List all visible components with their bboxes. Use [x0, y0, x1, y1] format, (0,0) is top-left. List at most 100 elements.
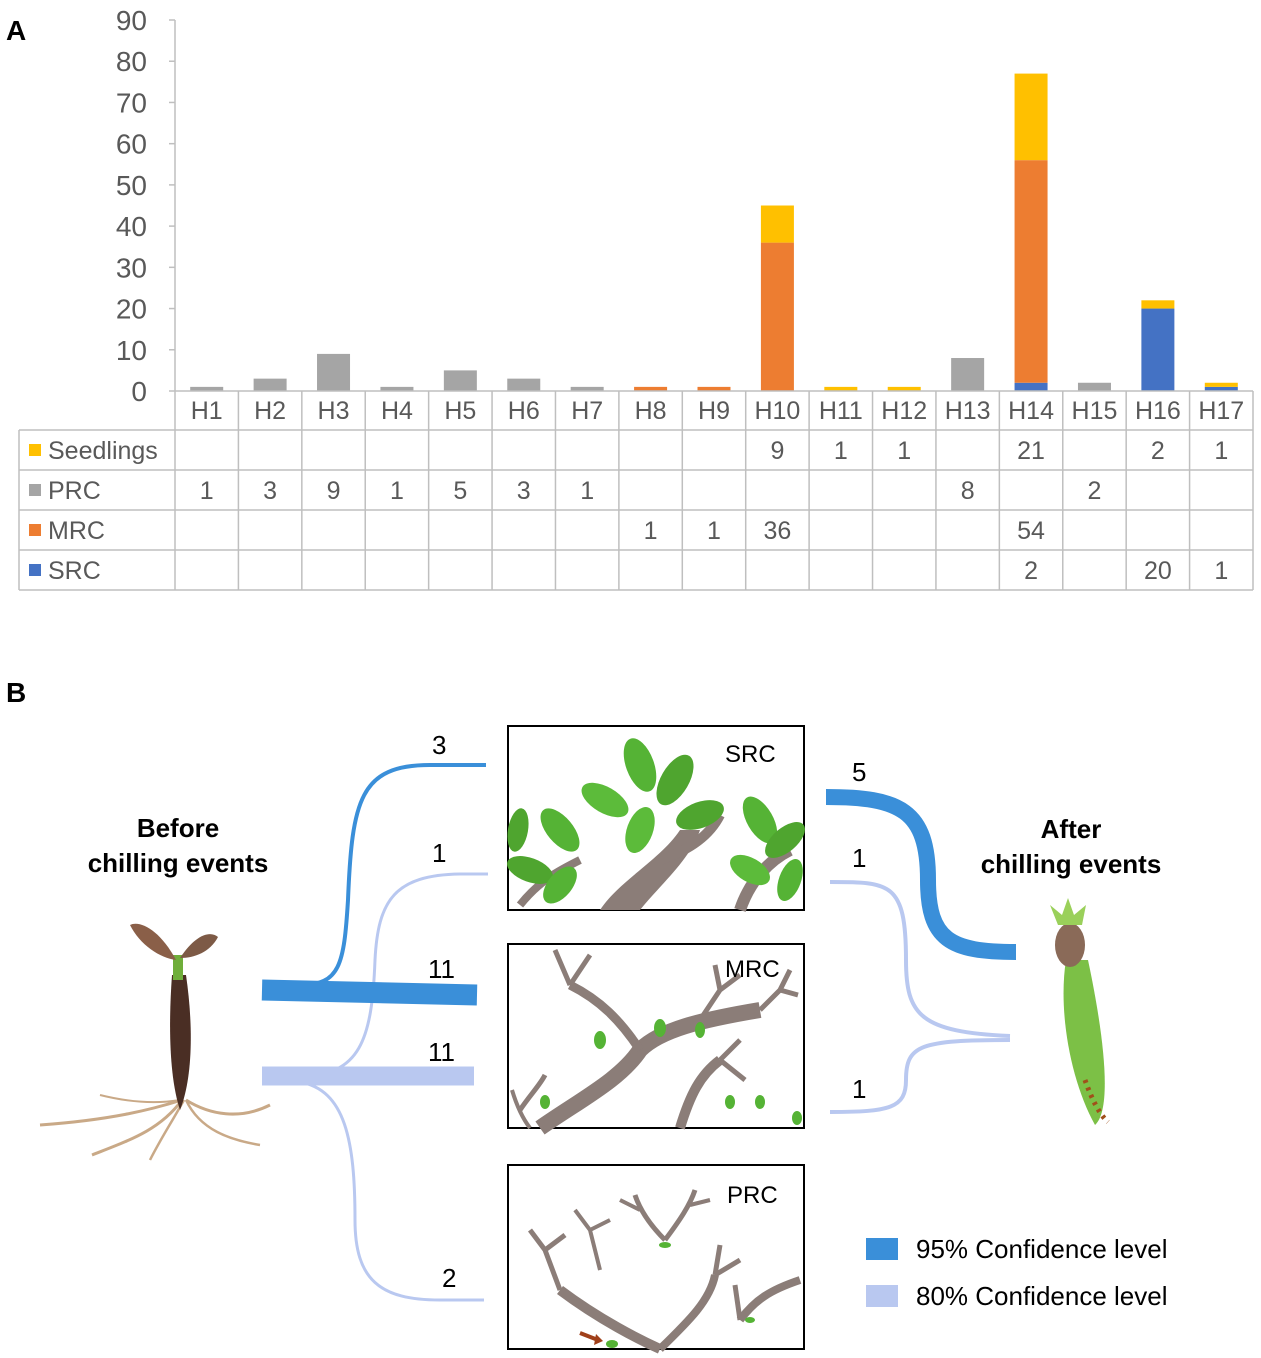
- legend-key-prc: [29, 484, 41, 496]
- box-mrc-label: MRC: [725, 956, 780, 983]
- y-tick-label: 90: [116, 5, 147, 36]
- flows-95-after: [825, 789, 1017, 960]
- flow-80-mrc-to-after: [829, 1038, 1011, 1114]
- legend-label-seedlings: Seedlings: [48, 437, 158, 465]
- x-category-label: H11: [819, 397, 863, 425]
- propagule-illustration: [1050, 898, 1110, 1125]
- box-prc: PRC: [507, 1164, 805, 1354]
- flow-95-before-to-src: [299, 763, 486, 987]
- x-category-label: H1: [191, 397, 223, 425]
- after-caption-line1: After: [1041, 814, 1102, 844]
- flow-80-src-to-after: [829, 880, 1011, 1038]
- box-prc-label: PRC: [727, 1182, 778, 1209]
- box-src-label: SRC: [725, 741, 776, 768]
- bar-segment-prc-h3: [317, 353, 351, 391]
- flow-label-src-after-95: 5: [852, 757, 866, 787]
- legend-label-80: 80% Confidence level: [916, 1281, 1168, 1311]
- legend-key-seedlings: [29, 444, 41, 456]
- table-cell-prc: 3: [263, 477, 277, 505]
- after-caption-line2: chilling events: [981, 849, 1162, 879]
- table-cell-mrc: 1: [644, 517, 658, 545]
- legend-label-src: SRC: [48, 557, 101, 585]
- table-cell-src: 1: [1214, 557, 1228, 585]
- table-cell-prc: 9: [327, 477, 341, 505]
- y-tick-label: 0: [131, 376, 147, 407]
- x-category-label: H17: [1198, 397, 1244, 425]
- bar-segment-prc-h1: [190, 386, 224, 391]
- y-tick-label: 50: [116, 170, 147, 201]
- y-tick-label: 70: [116, 87, 147, 118]
- flow-label-before-src-80: 1: [432, 838, 446, 868]
- bar-segment-prc-h5: [443, 370, 477, 391]
- bar-segment-mrc-h8: [634, 386, 668, 391]
- table-cell-seedlings: 21: [1017, 437, 1045, 465]
- mrc-leaves: [540, 1019, 802, 1125]
- table-cell-prc: 2: [1088, 477, 1102, 505]
- flows-95-before: [261, 763, 486, 1006]
- bar-segment-prc-h7: [570, 386, 604, 391]
- flow-label-before-mrc-95: 11: [428, 954, 455, 984]
- src-illustration: [507, 738, 805, 913]
- bar-segment-seedlings-h12: [887, 386, 921, 391]
- table-cell-prc: 5: [453, 477, 467, 505]
- legend-label-95: 95% Confidence level: [916, 1234, 1168, 1264]
- bar-segment-seedlings-h11: [824, 386, 858, 391]
- x-category-label: H15: [1072, 397, 1118, 425]
- box-mrc: MRC: [507, 943, 805, 1135]
- legend-swatch-95: [866, 1238, 898, 1260]
- table-cell-seedlings: 2: [1151, 437, 1165, 465]
- panel-b: B Before chilling events After chilling …: [0, 660, 1261, 1358]
- table-cell-prc: 3: [517, 477, 531, 505]
- diagram-legend: 95% Confidence level 80% Confidence leve…: [866, 1234, 1168, 1311]
- x-category-label: H14: [1008, 397, 1054, 425]
- y-tick-label: 40: [116, 211, 147, 242]
- prc-leaves: [606, 1242, 755, 1348]
- flow-label-before-mrc-80: 11: [428, 1037, 455, 1067]
- arrow-head-icon: [594, 1334, 603, 1345]
- bar-segment-mrc-h9: [697, 386, 731, 391]
- y-tick-label: 10: [116, 335, 147, 366]
- flow-label-before-src-95: 3: [432, 730, 446, 760]
- flow-label-mrc-after-80: 1: [852, 1074, 866, 1104]
- table-cell-src: 2: [1024, 557, 1038, 585]
- before-caption-line2: chilling events: [88, 848, 269, 878]
- flows-80-after: [829, 880, 1011, 1114]
- x-category-label: H8: [635, 397, 667, 425]
- x-category-label: H13: [945, 397, 991, 425]
- y-tick-label: 60: [116, 129, 147, 160]
- flow-80-before-to-prc: [299, 1080, 484, 1302]
- table-cell-seedlings: 9: [770, 437, 784, 465]
- legend-label-prc: PRC: [48, 477, 101, 505]
- flow-80-before-to-src: [299, 872, 488, 1078]
- bar-segment-prc-h13: [951, 358, 985, 391]
- table-cell-prc: 1: [580, 477, 594, 505]
- mrc-illustration: [510, 949, 799, 1135]
- x-category-label: H6: [508, 397, 540, 425]
- x-category-label: H7: [571, 397, 603, 425]
- flows-80-before: [262, 872, 488, 1302]
- table-cell-mrc: 36: [764, 517, 792, 545]
- table-cell-prc: 1: [200, 477, 214, 505]
- x-category-label: H10: [754, 397, 800, 425]
- bar-segment-mrc-h14: [1014, 160, 1048, 383]
- table-cell-prc: 1: [390, 477, 404, 505]
- bar-segment-seedlings-h14: [1014, 73, 1048, 161]
- legend-key-mrc: [29, 524, 41, 536]
- bars: [190, 73, 1238, 391]
- x-category-label: H3: [318, 397, 350, 425]
- legend-key-src: [29, 564, 41, 576]
- x-category-label: H9: [698, 397, 730, 425]
- legend-label-mrc: MRC: [48, 517, 105, 545]
- y-tick-label: 30: [116, 252, 147, 283]
- panel-a-letter: A: [6, 15, 26, 46]
- flow-95-src-to-after: [825, 789, 1017, 960]
- flow-95-before-to-mrc: [261, 979, 478, 1006]
- x-category-label: H4: [381, 397, 413, 425]
- prc-illustration: [528, 1189, 802, 1354]
- table-cell-seedlings: 1: [1214, 437, 1228, 465]
- legend-swatch-80: [866, 1285, 898, 1307]
